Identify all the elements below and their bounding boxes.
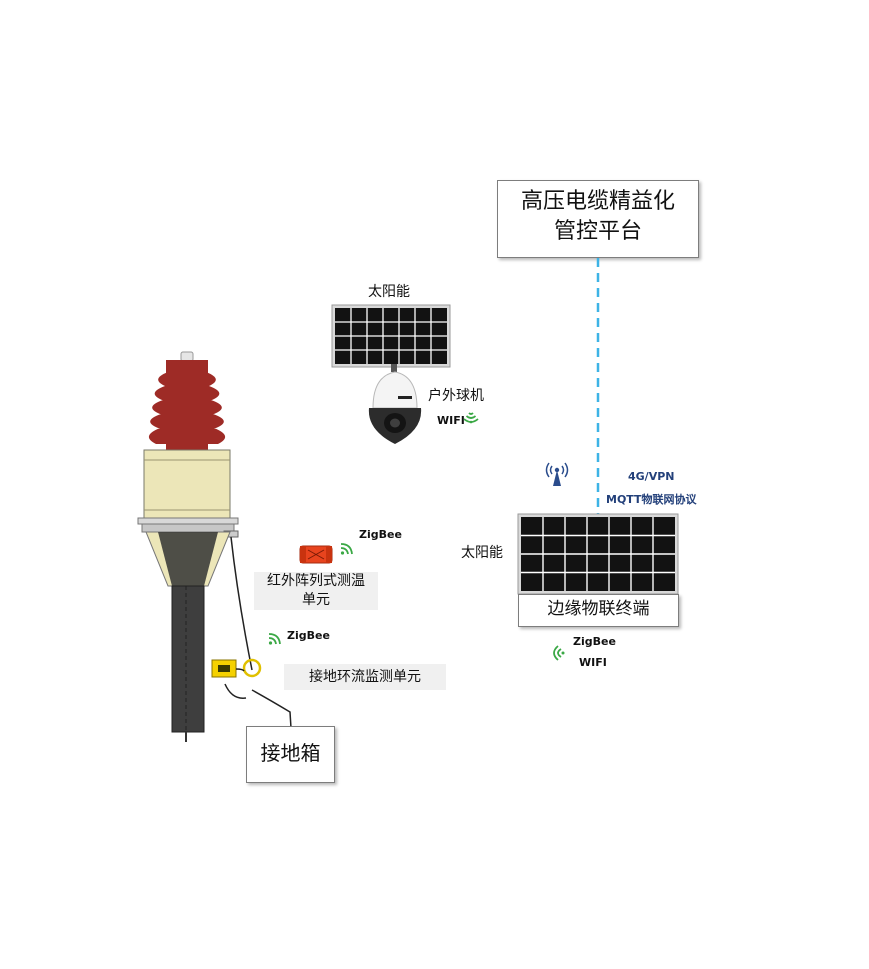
edge-wifi-label: WIFI <box>579 656 607 669</box>
network-4g-label: 4G/VPN <box>628 470 675 483</box>
platform-box: 高压电缆精益化 管控平台 <box>497 180 699 258</box>
solar-panel-top-icon <box>331 304 451 368</box>
camera-wifi-label: WIFI <box>437 414 465 427</box>
infrared-signal-icon <box>340 543 353 555</box>
edge-zigbee-label: ZigBee <box>573 635 616 648</box>
ground-box: 接地箱 <box>246 726 335 783</box>
grounding-sensor-icon <box>211 658 262 678</box>
camera-label: 户外球机 <box>428 388 484 404</box>
edge-terminal-box: 边缘物联终端 <box>518 594 679 627</box>
platform-title-line1: 高压电缆精益化 <box>520 189 675 214</box>
grounding-zigbee-label: ZigBee <box>287 629 330 642</box>
cable-terminal-icon <box>137 351 239 742</box>
infrared-sensor-icon <box>299 545 333 564</box>
antenna-icon <box>545 462 569 486</box>
infrared-label-line1: 红外阵列式测温 <box>267 573 365 589</box>
platform-title-line2: 管控平台 <box>553 219 642 244</box>
infrared-unit-label: 红外阵列式测温 单元 <box>254 572 378 610</box>
solar-right-label: 太阳能 <box>461 545 503 561</box>
infrared-label-line2: 单元 <box>302 592 330 608</box>
camera-wifi-icon <box>463 412 479 424</box>
grounding-unit-label: 接地环流监测单元 <box>284 664 446 690</box>
solar-panel-right-icon <box>517 513 679 595</box>
ground-box-label: 接地箱 <box>260 741 321 765</box>
edge-signal-icon <box>553 645 565 661</box>
network-link-line <box>596 258 600 516</box>
solar-top-label: 太阳能 <box>368 284 410 300</box>
grounding-signal-icon <box>268 633 281 645</box>
dome-camera-icon <box>368 364 422 444</box>
network-mqtt-label: MQTT物联网协议 <box>606 493 697 506</box>
infrared-zigbee-label: ZigBee <box>359 528 402 541</box>
edge-terminal-label: 边缘物联终端 <box>547 599 650 619</box>
